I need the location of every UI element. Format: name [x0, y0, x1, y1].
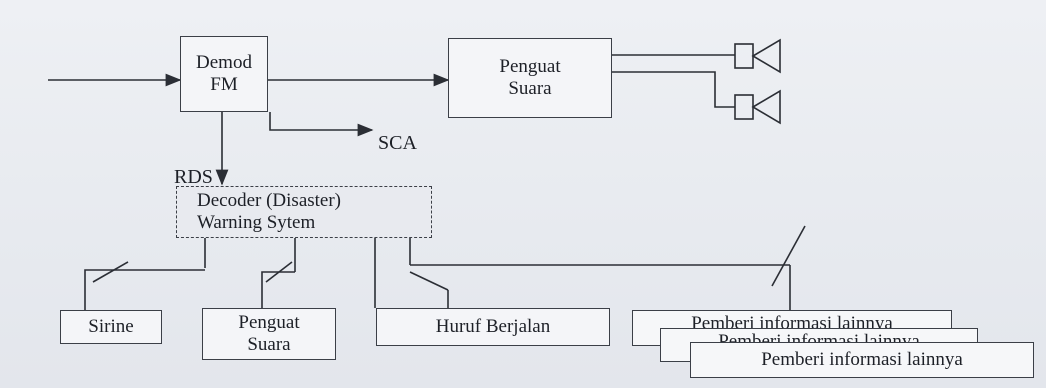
demod-fm-block: Demod FM	[180, 36, 268, 112]
demod-label-line1: Demod	[196, 52, 252, 73]
demod-label-line2: FM	[210, 74, 238, 95]
decoder-label-line2: Warning Sytem	[197, 212, 316, 233]
speaker-bottom	[734, 94, 754, 120]
switch-siren	[84, 269, 205, 310]
siren-block: Sirine	[60, 310, 162, 344]
other-info-label-3: Pemberi informasi lainnya	[761, 349, 963, 370]
other-info-block-3: Pemberi informasi lainnya	[690, 342, 1034, 378]
siren-label: Sirine	[88, 316, 134, 337]
decoder-warning-system-block: Decoder (Disaster) Warning Sytem	[176, 186, 432, 238]
amplifier-out-line1: Penguat	[238, 312, 300, 333]
running-text-block: Huruf Berjalan	[376, 308, 610, 346]
sca-label: SCA	[378, 132, 417, 154]
speaker-top	[734, 43, 754, 69]
amplifier-main-line2: Suara	[508, 78, 552, 99]
rds-label: RDS	[174, 166, 213, 188]
running-text-label: Huruf Berjalan	[435, 316, 551, 337]
decoder-label-line1: Decoder (Disaster)	[197, 190, 342, 211]
amplifier-main-line1: Penguat	[499, 56, 561, 77]
sca-arrow	[269, 112, 374, 137]
amplifier-out-block: Penguat Suara	[202, 308, 336, 360]
amplifier-out-line2: Suara	[247, 334, 291, 355]
speaker-wire-bottom	[610, 71, 735, 108]
amplifier-main-block: Penguat Suara	[448, 38, 612, 118]
